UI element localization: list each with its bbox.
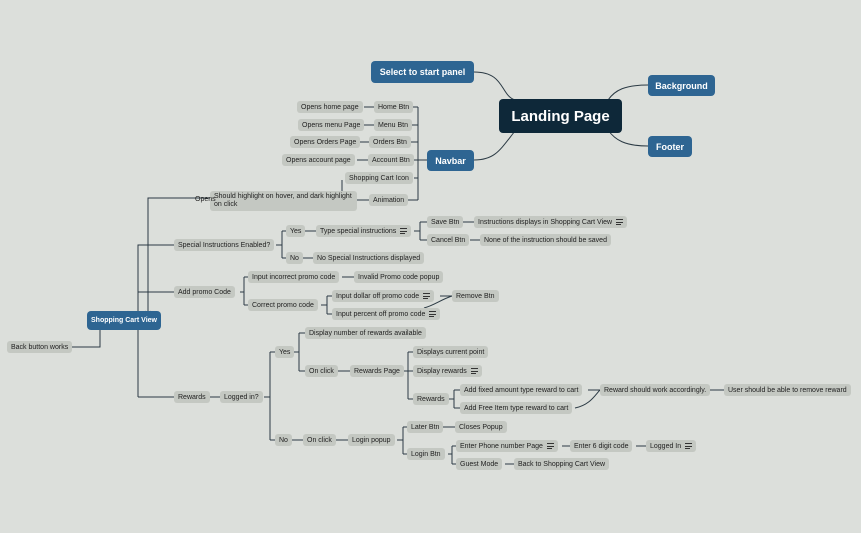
input-percent-node[interactable]: Input percent off promo code: [332, 308, 441, 320]
back-button-node[interactable]: Back button works: [7, 341, 73, 353]
no-logged-node[interactable]: No: [275, 434, 292, 446]
later-btn-node[interactable]: Later Btn: [407, 421, 444, 433]
display-rewards-node[interactable]: Display rewards: [413, 365, 482, 377]
display-num-rewards-node[interactable]: Display number of rewards available: [305, 327, 426, 339]
footer-node[interactable]: Footer: [648, 136, 692, 157]
no-special-displayed-node[interactable]: No Special Instructions displayed: [313, 252, 425, 264]
note-icon: [400, 228, 408, 234]
rewards-page-node[interactable]: Rewards Page: [350, 365, 404, 377]
add-fixed-node[interactable]: Add fixed amount type reward to cart: [460, 384, 583, 396]
guest-mode-node[interactable]: Guest Mode: [456, 458, 503, 470]
logged-in-node[interactable]: Logged In: [646, 440, 697, 452]
login-popup-node[interactable]: Login popup: [348, 434, 395, 446]
home-btn-node[interactable]: Home Btn: [374, 101, 414, 113]
logged-in-question-node[interactable]: Logged in?: [220, 391, 263, 403]
rewards-node[interactable]: Rewards: [174, 391, 210, 403]
on-click-login-node[interactable]: On click: [303, 434, 336, 446]
save-btn-node[interactable]: Save Btn: [427, 216, 464, 228]
enter-phone-node[interactable]: Enter Phone number Page: [456, 440, 558, 452]
orders-btn-node[interactable]: Orders Btn: [369, 136, 411, 148]
input-dollar-label: Input dollar off promo code: [336, 292, 420, 300]
note-icon: [685, 443, 693, 449]
note-icon: [546, 443, 554, 449]
menu-btn-node[interactable]: Menu Btn: [374, 119, 412, 131]
type-special-node[interactable]: Type special instructions: [316, 225, 412, 237]
opens-menu-node[interactable]: Opens menu Page: [298, 119, 365, 131]
input-percent-label: Input percent off promo code: [336, 310, 426, 318]
input-dollar-node[interactable]: Input dollar off promo code: [332, 290, 435, 302]
login-btn-node[interactable]: Login Btn: [407, 448, 445, 460]
account-btn-node[interactable]: Account Btn: [368, 154, 414, 166]
logged-in-label: Logged In: [650, 442, 682, 450]
invalid-popup-node[interactable]: Invalid Promo code popup: [354, 271, 444, 283]
back-to-cart-node[interactable]: Back to Shopping Cart View: [514, 458, 610, 470]
reward-work-node[interactable]: Reward should work accordingly.: [600, 384, 711, 396]
note-icon: [616, 219, 624, 225]
background-node[interactable]: Background: [648, 75, 715, 96]
opens-label: Opens: [195, 195, 216, 203]
opens-orders-node[interactable]: Opens Orders Page: [290, 136, 361, 148]
rewards-sub-node[interactable]: Rewards: [413, 393, 449, 405]
type-special-label: Type special instructions: [320, 227, 397, 235]
add-free-node[interactable]: Add Free Item type reward to cart: [460, 402, 573, 414]
note-icon: [470, 368, 478, 374]
input-incorrect-node[interactable]: Input incorrect promo code: [248, 271, 340, 283]
user-remove-node[interactable]: User should be able to remove reward: [724, 384, 851, 396]
opens-home-node[interactable]: Opens home page: [297, 101, 363, 113]
display-rewards-label: Display rewards: [417, 367, 467, 375]
instr-display-node[interactable]: Instructions displays in Shopping Cart V…: [474, 216, 628, 228]
cart-icon-node[interactable]: Shopping Cart Icon: [345, 172, 413, 184]
enter-6-digit-node[interactable]: Enter 6 digit code: [570, 440, 633, 452]
special-instructions-node[interactable]: Special Instructions Enabled?: [174, 239, 275, 251]
landing-page-node[interactable]: Landing Page: [499, 99, 622, 133]
highlight-node[interactable]: Should highlight on hover, and dark high…: [210, 191, 357, 211]
displays-current-node[interactable]: Displays current point: [413, 346, 489, 358]
note-icon: [429, 311, 437, 317]
no-special-node[interactable]: No: [286, 252, 303, 264]
shopping-cart-view-node[interactable]: Shopping Cart View: [87, 311, 161, 330]
add-promo-node[interactable]: Add promo Code: [174, 286, 235, 298]
none-saved-node[interactable]: None of the instruction should be saved: [480, 234, 611, 246]
closes-popup-node[interactable]: Closes Popup: [455, 421, 507, 433]
yes-special-node[interactable]: Yes: [286, 225, 306, 237]
remove-btn-node[interactable]: Remove Btn: [452, 290, 499, 302]
cancel-btn-node[interactable]: Cancel Btn: [427, 234, 470, 246]
enter-phone-label: Enter Phone number Page: [460, 442, 543, 450]
select-panel-node[interactable]: Select to start panel: [371, 61, 474, 83]
note-icon: [423, 293, 431, 299]
opens-account-node[interactable]: Opens account page: [282, 154, 355, 166]
correct-promo-node[interactable]: Correct promo code: [248, 299, 318, 311]
instr-display-label: Instructions displays in Shopping Cart V…: [478, 218, 613, 226]
navbar-node[interactable]: Navbar: [427, 150, 474, 171]
animation-node[interactable]: Animation: [369, 194, 409, 206]
on-click-rewards-node[interactable]: On click: [305, 365, 338, 377]
yes-logged-node[interactable]: Yes: [275, 346, 295, 358]
